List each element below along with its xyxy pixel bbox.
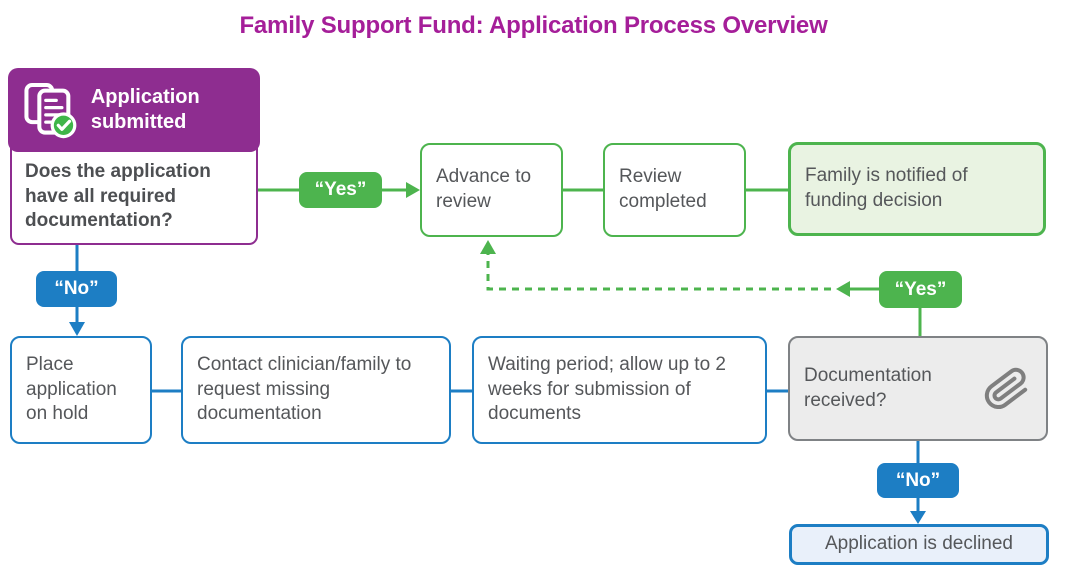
badge-yes-right: “Yes” [879,271,962,308]
paperclip-icon [984,366,1030,412]
node-label-application-submitted: Application submitted [90,86,200,133]
connector-docreceived-to-declined [910,441,926,524]
node-label-contact-clinician: Contact clinician/family to request miss… [197,353,412,425]
node-application-submitted: Application submitted [8,68,260,152]
node-label-documentation-received: Documentation received? [804,364,932,411]
node-label-family-notified: Family is notified of funding decision [805,165,968,211]
node-waiting-period: Waiting period; allow up to 2 weeks for … [472,336,767,444]
node-family-notified: Family is notified of funding decision [788,142,1046,236]
badge-no-left: “No” [36,271,117,307]
badge-no-bottom: “No” [877,463,959,498]
node-label-question: Does the application have all required d… [25,160,211,232]
node-label-review-completed: Review completed [619,166,707,212]
node-label-place-on-hold: Place application on hold [26,353,117,425]
node-label-application-declined: Application is declined [824,533,1013,555]
badge-yes-top: “Yes” [299,172,382,208]
documents-icon [24,83,77,139]
check-circle-icon [50,112,77,139]
node-application-declined: Application is declined [789,524,1049,565]
node-advance-to-review: Advance to review [420,143,563,237]
node-question-documentation: Does the application have all required d… [10,148,258,245]
node-place-on-hold: Place application on hold [10,336,152,444]
node-review-completed: Review completed [603,143,746,237]
page-title: Family Support Fund: Application Process… [239,12,828,39]
connector-yes-loopback [480,240,879,297]
node-label-waiting-period: Waiting period; allow up to 2 weeks for … [488,353,726,425]
node-documentation-received: Documentation received? [788,336,1048,441]
node-label-advance: Advance to review [436,166,532,212]
node-contact-clinician: Contact clinician/family to request miss… [181,336,451,444]
